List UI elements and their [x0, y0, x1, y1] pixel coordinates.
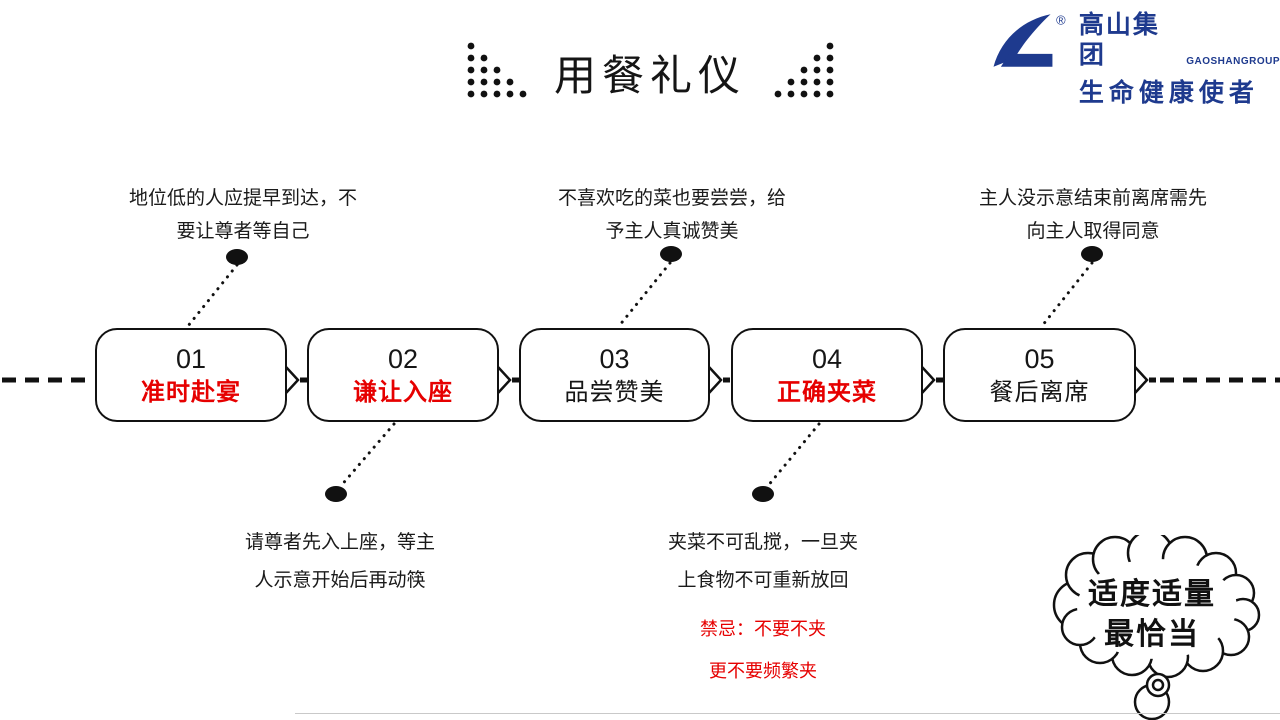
warning-line: 更不要频繁夹: [709, 661, 817, 681]
step-arrow-dashes: [300, 377, 1156, 383]
title-dots-right-decoration: [774, 42, 834, 98]
brand-slogan: 生命健康使者: [1078, 79, 1259, 107]
step-label: 谦让入座: [353, 379, 453, 406]
cloud-tail-small-bubble: [1145, 672, 1171, 698]
note-line: 向主人取得同意: [1026, 221, 1160, 242]
cloud-text-line: 最恰当: [1104, 618, 1200, 651]
cloud-text: 适度适量 最恰当: [1042, 575, 1262, 655]
warning-line: 禁忌：不要不夹: [700, 619, 826, 639]
step-number: 04: [811, 344, 843, 374]
step-box-03: 03 品尝赞美: [519, 328, 710, 422]
step-number: 05: [1024, 344, 1055, 374]
registered-trademark-icon: ®: [1056, 12, 1066, 27]
note-line: 上食物不可重新放回: [677, 570, 849, 591]
brand-name: 高山集团: [1078, 11, 1160, 69]
thought-cloud-icon: [1052, 535, 1261, 720]
note-line: 要让尊者等自己: [176, 221, 310, 242]
step-label: 准时赴宴: [141, 379, 241, 406]
page-title: 用餐礼仪: [553, 52, 746, 99]
company-logo: ® 高山集团 GAOSHANGROUP 生命健康使者: [988, 10, 1280, 109]
note-step-01: 地位低的人应提早到达，不 要让尊者等自己: [93, 182, 393, 248]
title-dots-left-decoration: [467, 42, 527, 98]
cloud-text-line: 适度适量: [1088, 578, 1216, 611]
step-box-04: 04 正确夹菜: [731, 328, 923, 422]
callout-endpoint-dots: [226, 246, 1103, 502]
step-box-01: 01 准时赴宴: [95, 328, 287, 422]
note-line: 主人没示意结束前离席需先: [978, 188, 1207, 209]
step-box-02: 02 谦让入座: [307, 328, 499, 422]
taboo-warning: 禁忌：不要不夹 更不要频繁夹: [613, 608, 913, 692]
gaoshan-logo-icon: ®: [993, 12, 1066, 67]
step-arrow-chevrons: [285, 366, 1149, 394]
step-box-05: 05 餐后离席: [943, 328, 1136, 422]
note-step-05: 主人没示意结束前离席需先 向主人取得同意: [943, 182, 1243, 248]
note-line: 予主人真诚赞美: [605, 221, 739, 242]
slide-bottom-edge: [295, 713, 1280, 714]
brand-name-en: GAOSHANGROUP: [1186, 56, 1280, 67]
note-line: 请尊者先入上座，等主: [244, 532, 435, 553]
note-step-03: 不喜欢吃的菜也要尝尝，给 予主人真诚赞美: [522, 182, 822, 248]
step-label: 正确夹菜: [777, 379, 877, 406]
note-step-04: 夹菜不可乱搅，一旦夹 上食物不可重新放回 禁忌：不要不夹 更不要频繁夹: [613, 524, 913, 692]
step-label: 品尝赞美: [564, 379, 665, 406]
step-number: 01: [175, 344, 207, 374]
note-line: 夹菜不可乱搅，一旦夹: [667, 532, 858, 553]
callout-dotted-lines: [186, 261, 1094, 489]
step-number: 03: [599, 344, 630, 374]
step-label: 餐后离席: [989, 379, 1090, 406]
note-line: 人示意开始后再动筷: [254, 570, 426, 591]
step-number: 02: [387, 344, 419, 374]
note-line: 不喜欢吃的菜也要尝尝，给: [557, 188, 786, 209]
note-line: 地位低的人应提早到达，不: [128, 188, 357, 209]
note-step-02: 请尊者先入上座，等主 人示意开始后再动筷: [190, 524, 490, 600]
